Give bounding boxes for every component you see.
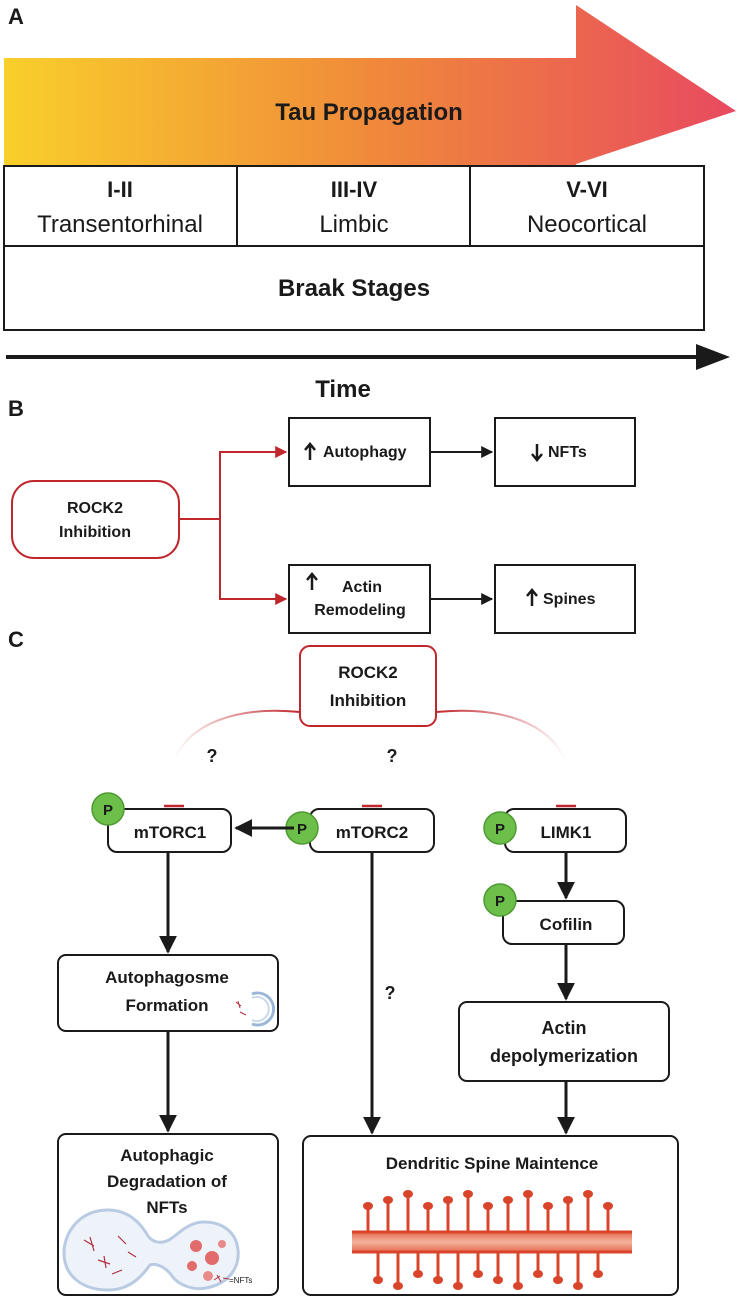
actin-depoly-line1: Actin — [542, 1018, 587, 1038]
inhibit-curve-mtorc1 — [173, 709, 301, 806]
stage-region-1: Transentorhinal — [37, 211, 203, 238]
spine-head — [423, 1202, 433, 1210]
actin-line2-b: Remodeling — [314, 602, 406, 619]
stage-numeral-3: V-VI — [566, 177, 608, 202]
spine-head — [583, 1190, 593, 1198]
panel-a-label: A — [8, 4, 24, 29]
mtorc2-label: mTORC2 — [336, 823, 408, 842]
panel-b-label: B — [8, 396, 24, 421]
nfts-label-b: NFTs — [548, 444, 587, 461]
time-label: Time — [315, 376, 371, 403]
spine-head — [563, 1196, 573, 1204]
panel-c-label: C — [8, 627, 24, 652]
spine-head — [393, 1282, 403, 1290]
nft-legend-label: =NFTs — [229, 1276, 252, 1285]
tau-propagation-title: Tau Propagation — [275, 99, 463, 126]
spines-node-b — [494, 564, 636, 634]
time-arrowhead — [696, 344, 730, 370]
braak-stages-label: Braak Stages — [278, 275, 430, 302]
autophagosome-line2: Formation — [125, 996, 208, 1015]
autophagic-line3: NFTs — [146, 1198, 187, 1217]
spine-head — [383, 1196, 393, 1204]
tau-propagation-arrow — [4, 5, 736, 166]
spine-head — [553, 1276, 563, 1284]
rock2-inhibition-node-c — [299, 645, 437, 727]
spine-head — [543, 1202, 553, 1210]
spine-head — [533, 1270, 543, 1278]
autophagosome-icon — [235, 991, 275, 1027]
rock2-line2-c: Inhibition — [330, 691, 406, 710]
spine-head — [413, 1270, 423, 1278]
spine-head — [463, 1190, 473, 1198]
phospho-mark-cofilin: P — [495, 893, 505, 910]
stage-region-2: Limbic — [319, 211, 388, 238]
nft-legend-icon — [213, 1274, 230, 1283]
rock2-inhibition-node-b — [11, 480, 180, 559]
autophagic-line1: Autophagic — [120, 1146, 214, 1165]
spine-head — [443, 1196, 453, 1204]
up-arrow-icon — [306, 572, 318, 590]
actin-depoly-line2: depolymerization — [490, 1046, 638, 1066]
spine-head — [603, 1202, 613, 1210]
spine-head — [473, 1270, 483, 1278]
stage-numeral-2: III-IV — [331, 177, 378, 202]
actin-depolymerization-node — [458, 1001, 670, 1082]
braak-table — [3, 165, 705, 331]
spine-head — [453, 1282, 463, 1290]
actin-remodeling-node-b — [288, 564, 431, 634]
spine-head — [503, 1196, 513, 1204]
phospho-badge-mtorc1 — [91, 792, 125, 826]
up-arrow-icon — [304, 442, 316, 460]
spine-head — [593, 1270, 603, 1278]
dendrite-illustration — [352, 1190, 632, 1290]
phospho-mark-mtorc1: P — [103, 802, 113, 819]
phospho-mark-limk1: P — [495, 821, 505, 838]
spine-head — [403, 1190, 413, 1198]
spines-label-b: Spines — [543, 591, 596, 608]
rock2-line2-b: Inhibition — [59, 524, 131, 541]
spine-head — [363, 1202, 373, 1210]
spine-head — [493, 1276, 503, 1284]
unknown-mark-2: ? — [387, 746, 398, 766]
rock2-line1-b: ROCK2 — [67, 500, 123, 517]
up-arrow-icon — [526, 588, 538, 606]
branch-arrow-actin — [219, 519, 288, 605]
spine-head — [483, 1202, 493, 1210]
spine-head — [513, 1282, 523, 1290]
phospho-mark-mtorc2: P — [297, 821, 307, 838]
autophagosome-line1: Autophagosme — [105, 968, 229, 987]
mtorc1-label: mTORC1 — [134, 823, 206, 842]
spine-head — [433, 1276, 443, 1284]
cofilin-node — [502, 900, 625, 945]
unknown-mark-3: ? — [385, 983, 396, 1003]
stage-numeral-1: I-II — [107, 177, 133, 202]
spine-head — [573, 1282, 583, 1290]
spine-head — [373, 1276, 383, 1284]
autophagic-line2: Degradation of — [107, 1172, 227, 1191]
inhibit-curve-limk1 — [435, 709, 567, 806]
autophagy-node-b — [288, 417, 431, 487]
phospho-badge-limk1 — [483, 811, 517, 845]
phospho-badge-cofilin — [483, 883, 517, 917]
rock2-line1-c: ROCK2 — [338, 663, 398, 682]
spine-head — [523, 1190, 533, 1198]
dendritic-label: Dendritic Spine Maintence — [386, 1154, 599, 1173]
branch-arrow-autophagy — [179, 446, 288, 520]
down-arrow-icon — [531, 444, 543, 462]
autophagy-label-b: Autophagy — [323, 444, 407, 461]
actin-line1-b: Actin — [342, 579, 382, 596]
nfts-node-b — [494, 417, 636, 487]
autophagosome-node — [57, 954, 279, 1032]
unknown-mark-1: ? — [207, 746, 218, 766]
autolysosome-icon — [62, 1208, 240, 1292]
stage-region-3: Neocortical — [527, 211, 647, 238]
limk1-label: LIMK1 — [541, 823, 592, 842]
cofilin-label: Cofilin — [540, 915, 593, 934]
